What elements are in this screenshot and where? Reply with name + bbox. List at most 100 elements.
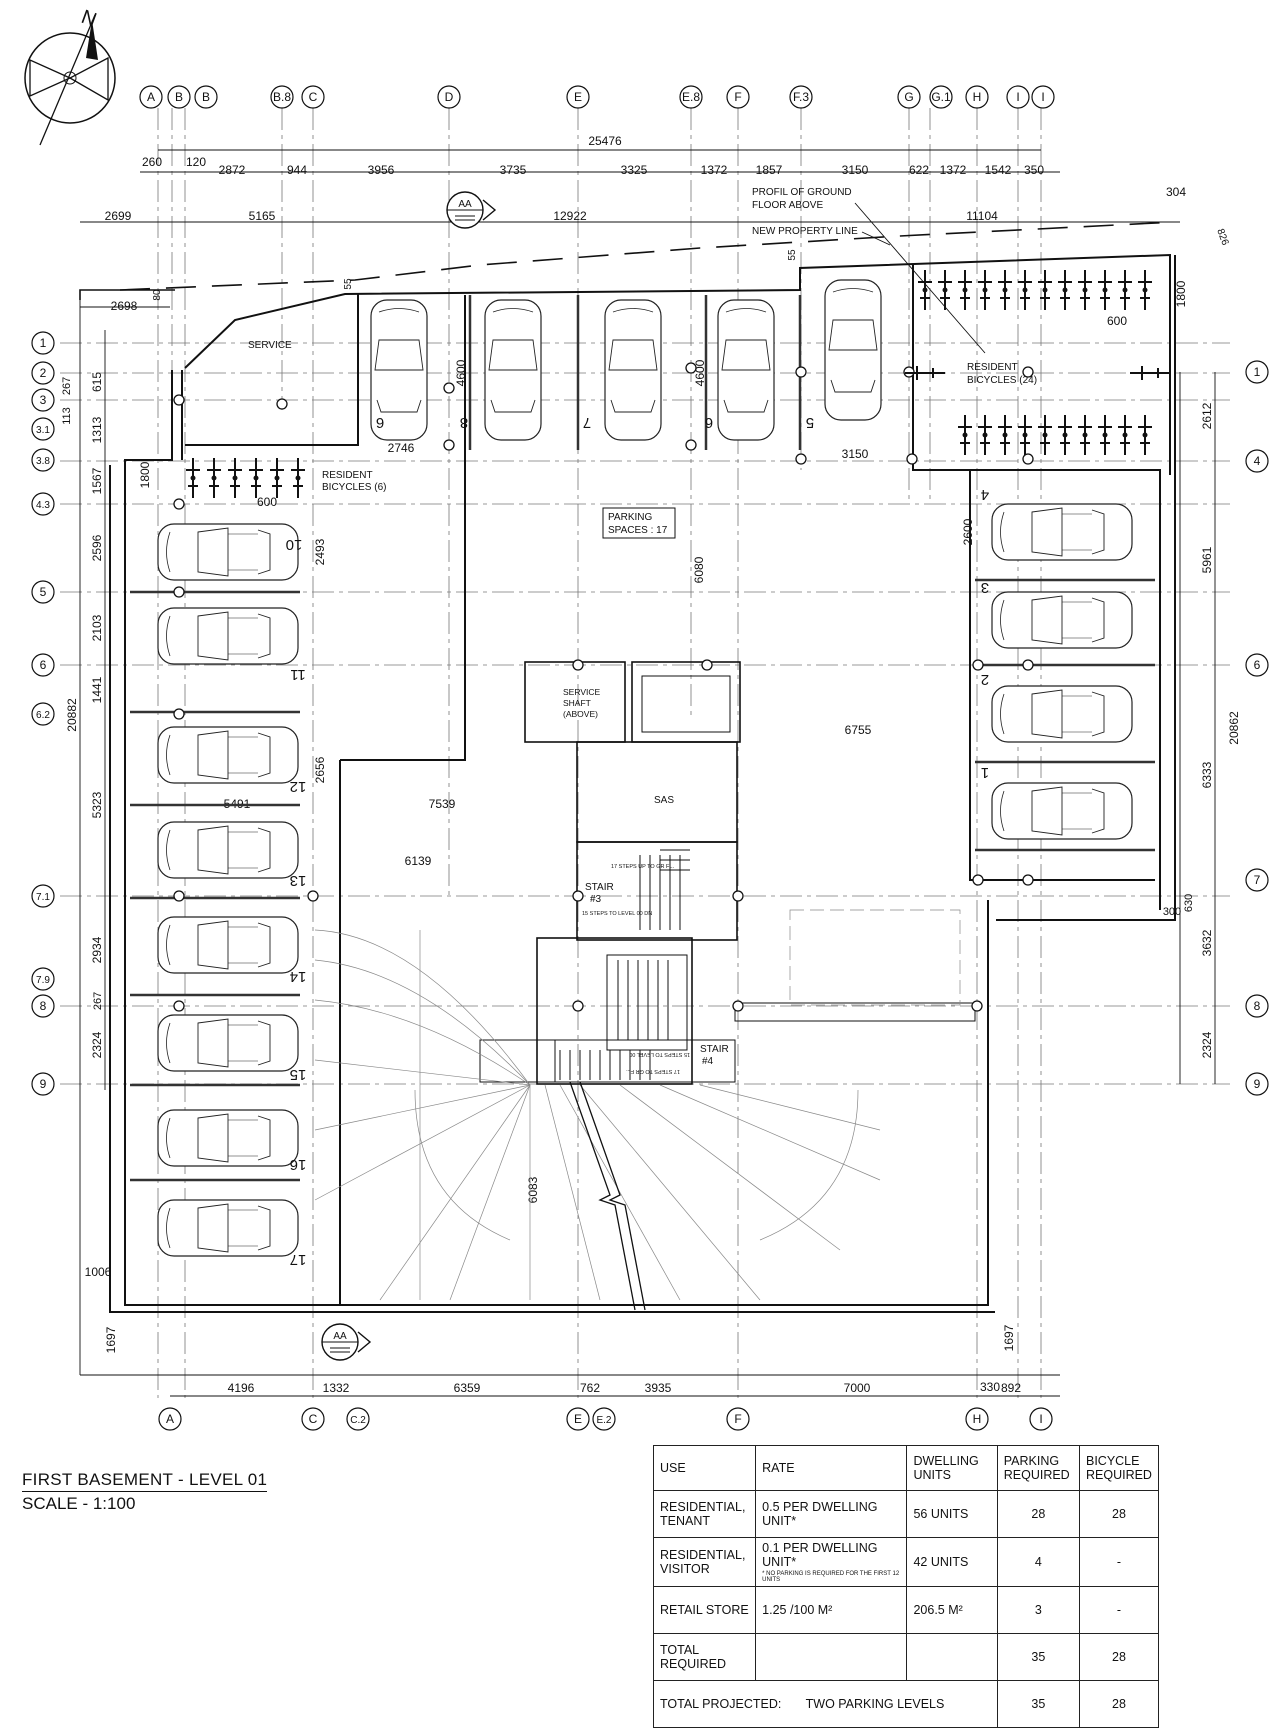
cell-total-label: TOTAL PROJECTED: TWO PARKING LEVELS: [653, 1680, 998, 1728]
svg-text:14: 14: [290, 968, 307, 985]
grid-bubble: 3: [31, 388, 55, 412]
svg-text:5: 5: [806, 414, 814, 431]
svg-text:1332: 1332: [323, 1381, 350, 1395]
label-parking-line2: SPACES : 17: [608, 525, 668, 536]
grid-bubble: E.2: [592, 1407, 616, 1431]
svg-text:6.2: 6.2: [36, 710, 50, 721]
svg-text:7.9: 7.9: [36, 975, 50, 986]
grid-bubble: E: [566, 85, 590, 109]
svg-text:12: 12: [290, 778, 307, 795]
grid-bubble: 6.2: [31, 702, 55, 726]
cell-parking: 4: [996, 1537, 1080, 1587]
svg-text:SAS: SAS: [654, 795, 674, 806]
svg-text:3632: 3632: [1200, 929, 1214, 956]
cell-parking: 35: [996, 1633, 1080, 1681]
label-stair4-up: 17 STEPS TO GR FL.: [626, 1068, 680, 1074]
svg-text:C: C: [309, 1412, 318, 1426]
cell-bicycle: 28: [1078, 1633, 1160, 1681]
svg-text:15: 15: [290, 1066, 307, 1083]
grid-bubble: A: [139, 85, 163, 109]
grid-bubble: 8: [1245, 994, 1269, 1018]
svg-text:E.8: E.8: [682, 90, 700, 104]
svg-text:6333: 6333: [1200, 761, 1214, 788]
svg-text:B: B: [202, 90, 210, 104]
svg-text:55: 55: [787, 249, 798, 261]
drawing-title: FIRST BASEMENT - LEVEL 01: [22, 1470, 268, 1492]
svg-text:8: 8: [40, 999, 47, 1013]
svg-text:13: 13: [290, 872, 307, 889]
grid-bubble: 2: [31, 361, 55, 385]
svg-text:2600: 2600: [961, 518, 975, 545]
floor-plan: N A B B B.8 C D E E.8: [24, 6, 1269, 1431]
svg-text:1313: 1313: [90, 416, 104, 443]
cell-rate: 1.25 /100 M²: [755, 1586, 908, 1634]
svg-text:17: 17: [290, 1251, 307, 1268]
cell-units: 206.5 M²: [906, 1586, 998, 1634]
svg-text:2612: 2612: [1200, 402, 1214, 429]
svg-text:300: 300: [1163, 906, 1181, 918]
label-stair4-line1: STAIR: [700, 1044, 729, 1055]
svg-text:4: 4: [1254, 454, 1261, 468]
cell-units: 42 UNITS: [906, 1537, 998, 1587]
cell-rate: [755, 1633, 908, 1681]
svg-text:G: G: [904, 90, 913, 104]
svg-text:944: 944: [287, 163, 307, 177]
section-marker-icon: AA: [321, 1323, 372, 1361]
grid-bubble: E: [566, 1407, 590, 1431]
grid-bubble: D: [437, 85, 461, 109]
svg-text:3735: 3735: [500, 163, 527, 177]
svg-text:1697: 1697: [104, 1326, 118, 1353]
cell-parking: 3: [996, 1586, 1080, 1634]
svg-text:1542: 1542: [985, 163, 1012, 177]
svg-text:9: 9: [40, 1077, 47, 1091]
cell-units: [906, 1633, 998, 1681]
svg-text:E: E: [574, 1412, 582, 1426]
svg-text:6139: 6139: [405, 854, 432, 868]
grid-bubble: C: [301, 1407, 325, 1431]
svg-text:A: A: [147, 90, 155, 104]
svg-text:600: 600: [1107, 314, 1127, 328]
svg-text:2324: 2324: [1200, 1031, 1214, 1058]
svg-text:N: N: [78, 6, 99, 32]
svg-text:622: 622: [909, 163, 929, 177]
label-shaft-line2: SHAFT: [563, 698, 591, 708]
svg-text:6080: 6080: [692, 556, 706, 583]
grid-bubble: A: [158, 1407, 182, 1431]
svg-text:2324: 2324: [90, 1031, 104, 1058]
svg-text:F.3: F.3: [793, 90, 809, 104]
svg-text:I: I: [1039, 1412, 1042, 1426]
svg-text:E: E: [574, 90, 582, 104]
label-shaft-line1: SERVICE: [563, 687, 600, 697]
svg-text:1800: 1800: [1174, 280, 1188, 307]
svg-text:16: 16: [290, 1156, 307, 1173]
table-row: RETAIL STORE 1.25 /100 M² 206.5 M² 3 -: [652, 1586, 1160, 1634]
grid-bubble: 1: [31, 331, 55, 355]
svg-text:6: 6: [705, 414, 713, 431]
cell-use: RESIDENTIAL, VISITOR: [652, 1537, 757, 1587]
svg-text:I: I: [1016, 90, 1019, 104]
svg-text:NEW PROPERTY LINE: NEW PROPERTY LINE: [752, 226, 858, 237]
svg-text:D: D: [445, 90, 454, 104]
svg-text:630: 630: [1183, 894, 1195, 912]
svg-text:10: 10: [286, 536, 303, 553]
svg-text:8: 8: [1254, 999, 1261, 1013]
label-parking-line1: PARKING: [608, 512, 652, 523]
svg-text:1441: 1441: [90, 676, 104, 703]
svg-text:4.3: 4.3: [36, 500, 50, 511]
svg-text:2103: 2103: [90, 614, 104, 641]
label-bikes6-line1: RESIDENT: [322, 470, 373, 481]
svg-text:H: H: [973, 90, 982, 104]
label-stair4-dn: 15 STEPS TO LEVEL 00: [629, 1051, 690, 1057]
svg-text:113: 113: [61, 407, 73, 425]
grid-bubble: F.3: [789, 85, 813, 109]
svg-text:5961: 5961: [1200, 546, 1214, 573]
svg-text:3150: 3150: [842, 163, 869, 177]
cell-use: RESIDENTIAL, TENANT: [652, 1490, 757, 1538]
svg-text:3.8: 3.8: [36, 456, 50, 467]
svg-text:4196: 4196: [228, 1381, 255, 1395]
svg-text:7.1: 7.1: [36, 892, 50, 903]
col-units: DWELLING UNITS: [906, 1445, 998, 1491]
svg-text:E.2: E.2: [596, 1415, 611, 1426]
svg-text:120: 120: [186, 155, 206, 169]
cell-use: RETAIL STORE: [652, 1586, 757, 1634]
